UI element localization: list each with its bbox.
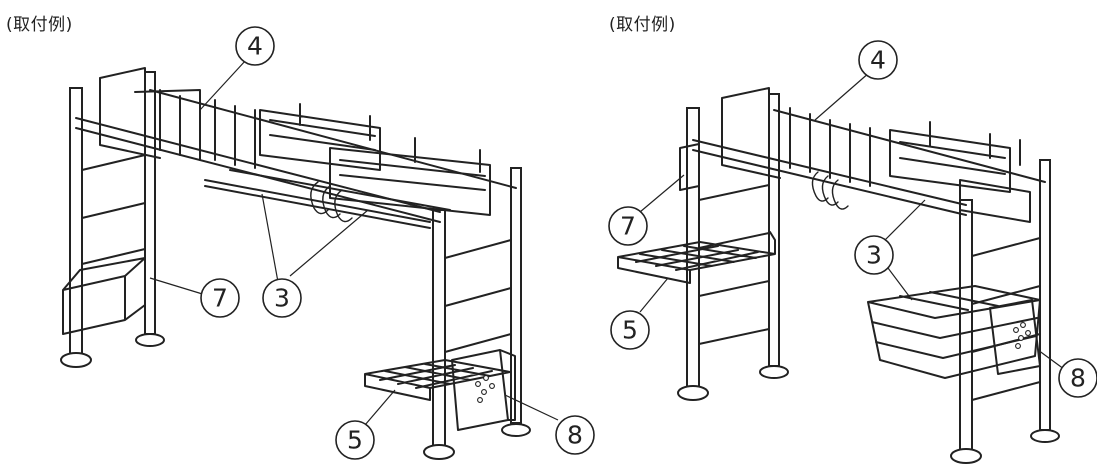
leader-line [364, 389, 396, 426]
rack-illustration-right: 4 7 3 5 8 [608, 40, 1097, 464]
rack-pole [768, 93, 780, 367]
pole-foot [501, 423, 531, 437]
top-basket [259, 103, 491, 216]
holder-hole [483, 375, 489, 381]
leader-line [261, 193, 369, 283]
back-bar [149, 89, 517, 189]
callout-7: 7 [608, 206, 648, 246]
pole-foot [1030, 429, 1060, 443]
svg-text:4: 4 [870, 46, 886, 75]
hanging-shelf [204, 169, 451, 229]
callout-5: 5 [610, 310, 650, 350]
leader-line [639, 174, 685, 213]
holder-hole [475, 381, 481, 387]
leader-line [639, 277, 669, 313]
callout-4: 4 [858, 40, 898, 80]
holder-hole [1013, 327, 1019, 333]
holder-hole [1018, 335, 1024, 341]
leader-line [884, 199, 926, 301]
example-caption-right: (取付例) [609, 15, 676, 35]
svg-text:8: 8 [1070, 364, 1086, 393]
callout-8: 8 [1058, 358, 1097, 398]
s-hooks [310, 181, 353, 223]
svg-text:3: 3 [866, 241, 882, 270]
svg-text:3: 3 [274, 284, 290, 313]
svg-text:7: 7 [620, 212, 636, 241]
callout-5: 5 [335, 420, 375, 460]
holder-hole [481, 389, 487, 395]
side-holder-7 [62, 257, 146, 335]
shelf-5 [364, 359, 511, 401]
holder-hole [477, 397, 483, 403]
pole-foot [423, 444, 455, 460]
side-rungs [444, 239, 512, 353]
svg-text:7: 7 [212, 284, 228, 313]
svg-text:8: 8 [567, 421, 583, 450]
utensil-holder-8 [451, 349, 516, 431]
side-rungs [81, 154, 146, 265]
callout-3: 3 [262, 278, 302, 318]
svg-text:5: 5 [347, 426, 363, 455]
dish-rack-frame [99, 67, 256, 169]
utensil-holder-8 [989, 299, 1041, 375]
leader-line [149, 277, 210, 297]
callout-8: 8 [555, 415, 595, 455]
leader-line [814, 71, 871, 121]
side-rungs [698, 184, 770, 345]
rack-pole [144, 71, 156, 335]
svg-text:4: 4 [247, 32, 263, 61]
holder-hole [489, 383, 495, 389]
rack-pole [1039, 159, 1051, 431]
callout-7: 7 [200, 278, 240, 318]
holder-hole [1020, 322, 1026, 328]
leader-line [199, 59, 247, 111]
svg-text:5: 5 [622, 316, 638, 345]
holder-hole [1015, 343, 1021, 349]
top-basket [959, 179, 1031, 223]
rack-pole [432, 209, 446, 449]
holder-hole [1025, 330, 1031, 336]
rack-illustration-left: 4 7 3 5 8 [60, 26, 595, 460]
pole-foot [677, 385, 709, 401]
pole-foot [759, 365, 789, 379]
callout-4: 4 [235, 26, 275, 66]
s-hooks [811, 171, 849, 210]
rack-pole [959, 199, 973, 453]
side-holder-7 [679, 143, 700, 191]
shelf-5 [617, 231, 776, 284]
top-basket [721, 87, 1021, 193]
leader-line [504, 394, 559, 421]
example-caption-left: (取付例) [6, 15, 73, 35]
back-bar [773, 109, 1046, 183]
pole-foot [950, 448, 982, 464]
pole-foot [60, 352, 92, 368]
hanging-basket-3 [867, 285, 1041, 379]
callout-3: 3 [854, 235, 894, 275]
pole-foot [135, 333, 165, 347]
side-rungs [971, 237, 1041, 401]
